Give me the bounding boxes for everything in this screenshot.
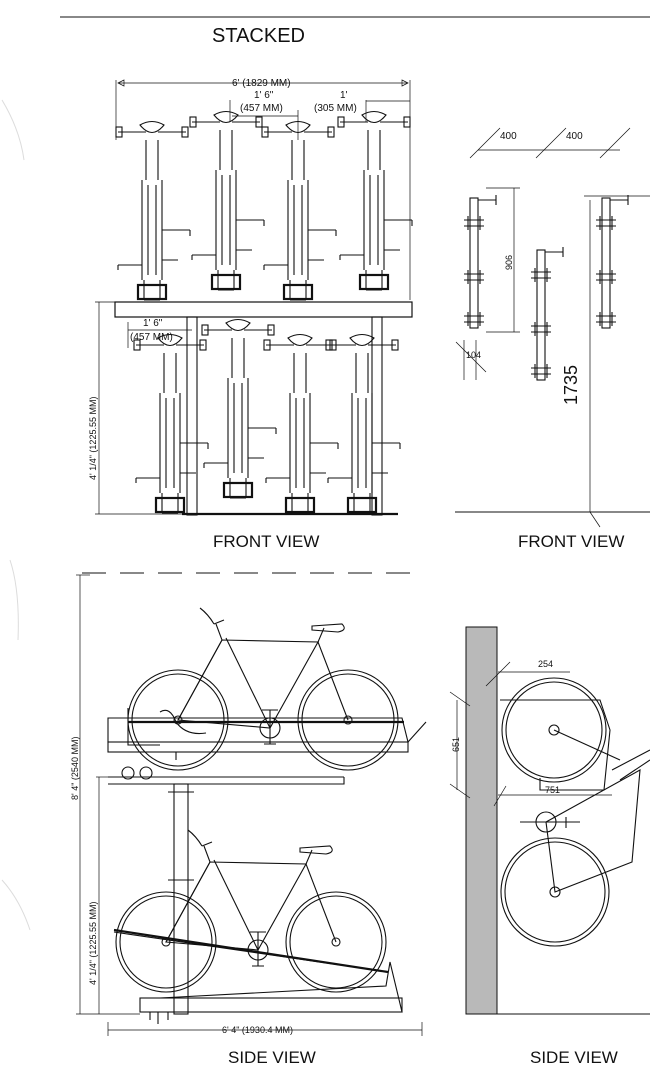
dim-spacing-label: 1' 6" [254,90,274,101]
dim-spacing-mm: (457 MM) [240,103,283,114]
front-view-stacked: 6' (1829 MM) 1' 6" (457 MM) 1' (305 MM) … [88,78,414,551]
dim-104: 104 [466,350,481,360]
dim-906: 906 [504,255,514,270]
support-post-left [186,316,198,516]
dim-side-length: 6' 4" (1930.4 MM) [222,1025,293,1035]
dim-side-lower-height: 4' 1/4" (1225.55 MM) [88,902,98,985]
dim-side-total-height: 8' 4" (2540 MM) [70,737,80,800]
dim-overall-width: 6' (1829 MM) [232,78,291,89]
upper-deck [114,301,413,318]
dim-front-height: 4' 1/4" (1225.55 MM) [88,397,98,480]
support-post-right [371,316,383,516]
dim-lower-spacing-mm: (457 MM) [130,332,173,343]
side-support-post [173,783,189,1015]
dim-spacing-1ft: 1' [340,90,348,101]
front-view-wall: 400 400 906 104 1735 FRONT VIEW [455,127,650,551]
dim-400-b: 400 [566,131,583,142]
page-title: STACKED [212,25,305,47]
dim-751: 751 [545,785,560,795]
front-view-label: FRONT VIEW [213,532,319,551]
watermark-arc [1,99,25,161]
wall [465,626,498,1015]
watermark-arc [9,559,19,641]
side-view-wall: 254 651 751 SIDE VIEW [449,626,650,1067]
side-view-stacked: 8' 4" (2540 MM) 4' 1/4" (1225.55 MM) 6' … [70,572,427,1067]
dim-1735: 1735 [561,365,581,405]
side-view-right-label: SIDE VIEW [530,1048,618,1067]
watermark-arc [1,879,31,931]
dim-651: 651 [451,737,461,752]
side-view-label: SIDE VIEW [228,1048,316,1067]
dim-spacing-305: (305 MM) [314,103,357,114]
dim-254: 254 [538,659,553,669]
dim-400-a: 400 [500,131,517,142]
dim-lower-spacing-label: 1' 6" [143,318,163,329]
front-view-right-label: FRONT VIEW [518,532,624,551]
